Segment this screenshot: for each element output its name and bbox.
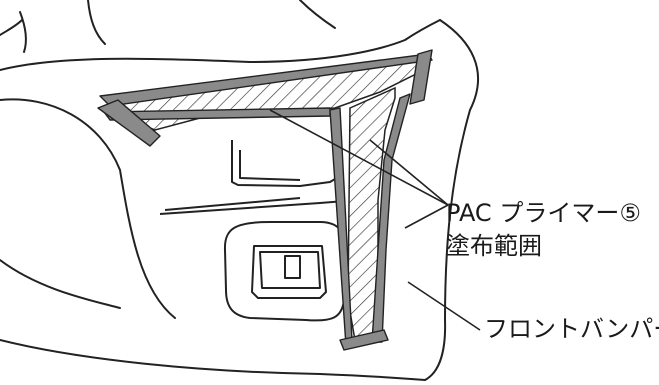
front-bumper-label: フロントバンパー: [484, 315, 659, 343]
masking-tape: [97, 49, 433, 351]
bumper-outline: [0, 0, 480, 381]
primer-label: PAC プライマー⑤: [446, 199, 641, 227]
grille-opening: [159, 140, 346, 215]
application-range-label: 塗布範囲: [446, 232, 542, 260]
fog-lamp: [223, 221, 348, 322]
leader-lines: [269, 109, 481, 331]
